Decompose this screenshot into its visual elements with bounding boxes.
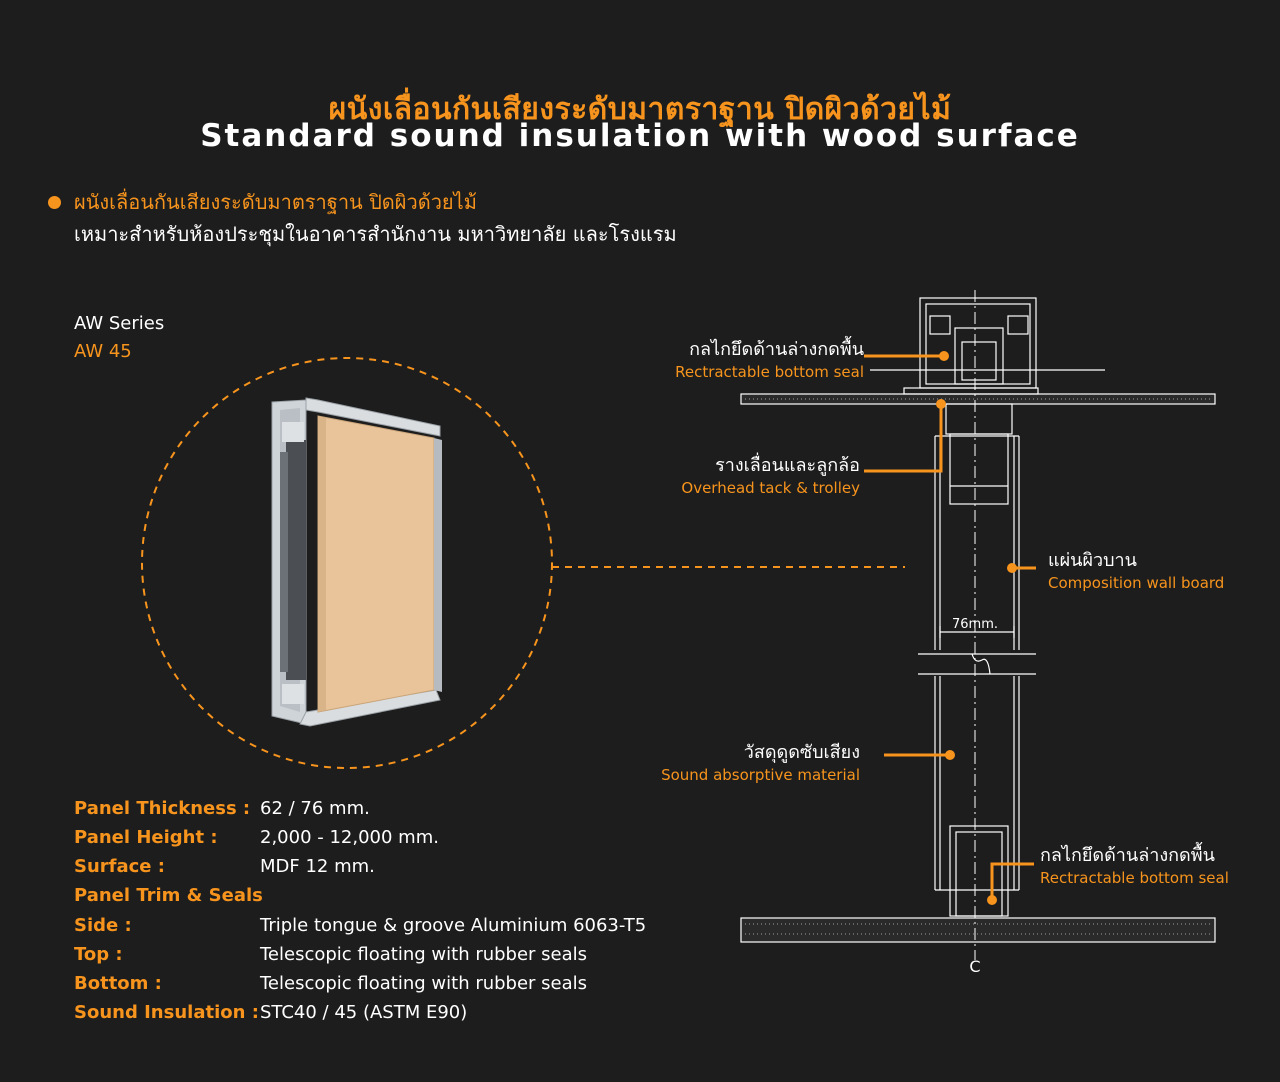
intro-line-2: เหมาะสำหรับห้องประชุมในอาคารสำนักงาน มหา… [74,222,677,246]
callout-board-en: Composition wall board [1048,574,1225,592]
callout-top-seal-th: กลไกยึดด้านล่างกดพื้น [689,339,864,360]
callout-absorptive-th: วัสดุดูดซับเสียง [743,742,860,763]
spec-value: Telescopic floating with rubber seals [260,944,588,965]
trolley [949,433,1009,505]
callout-bottom-seal: กลไกยึดด้านล่างกดพื้น Rectractable botto… [1040,840,1229,887]
spec-label: Panel Trim & Seals [74,885,263,906]
page-title-english: Standard sound insulation with wood surf… [200,118,1080,154]
callout-track-th: รางเลื่อนและลูกล้อ [715,455,860,476]
callout-bottom-seal-th: กลไกยึดด้านล่างกดพื้น [1040,845,1215,866]
spec-value: MDF 12 mm. [260,856,375,877]
callout-board-th: แผ่นผิวบาน [1048,550,1137,571]
dimension-label: 76mm. [952,617,998,632]
product-series: AW Series [74,313,165,334]
zoom-circle [141,357,553,769]
spec-label: Panel Thickness : [74,798,251,819]
leader-line-bottom-seal [990,862,1034,900]
overhead-track-box [919,297,1037,389]
spec-label: Side : [74,915,132,936]
spec-value: 2,000 - 12,000 mm. [260,827,439,848]
floor-slab [740,917,1216,943]
callout-board: แผ่นผิวบาน Composition wall board [1048,545,1224,592]
callout-track: รางเลื่อนและลูกล้อ Overhead tack & troll… [681,450,860,497]
callout-top-seal: กลไกยึดด้านล่างกดพื้น Rectractable botto… [675,334,864,381]
callout-absorptive: วัสดุดูดซับเสียง Sound absorptive materi… [661,737,860,784]
callout-top-seal-en: Rectractable bottom seal [675,363,864,381]
spec-value: Triple tongue & groove Aluminium 6063-T5 [260,915,647,936]
spec-label: Sound Insulation : [74,1002,259,1023]
product-model: AW 45 [74,341,132,362]
page-title-thai: ผนังเลื่อนกันเสียงระดับมาตราฐาน ปิดผิวด้… [328,92,952,127]
callout-bottom-seal-en: Rectractable bottom seal [1040,869,1229,887]
panel-top-rail [305,397,441,437]
spec-value: STC40 / 45 (ASTM E90) [260,1002,468,1023]
spec-label: Bottom : [74,973,162,994]
panel-gasket [286,440,306,680]
bottom-seal-box [949,825,1009,917]
spec-label: Panel Height : [74,827,218,848]
callout-track-en: Overhead tack & trolley [681,479,860,497]
centerline-label: C [969,957,980,976]
leader-line-track [864,404,943,473]
spec-label: Top : [74,944,123,965]
spec-value: 62 / 76 mm. [260,798,370,819]
intro-line-1: ผนังเลื่อนกันเสียงระดับมาตราฐาน ปิดผิวด้… [74,190,477,214]
spec-label: Surface : [74,856,165,877]
bullet-icon [48,196,61,209]
callout-absorptive-en: Sound absorptive material [661,766,860,784]
spec-value: Telescopic floating with rubber seals [260,973,588,994]
